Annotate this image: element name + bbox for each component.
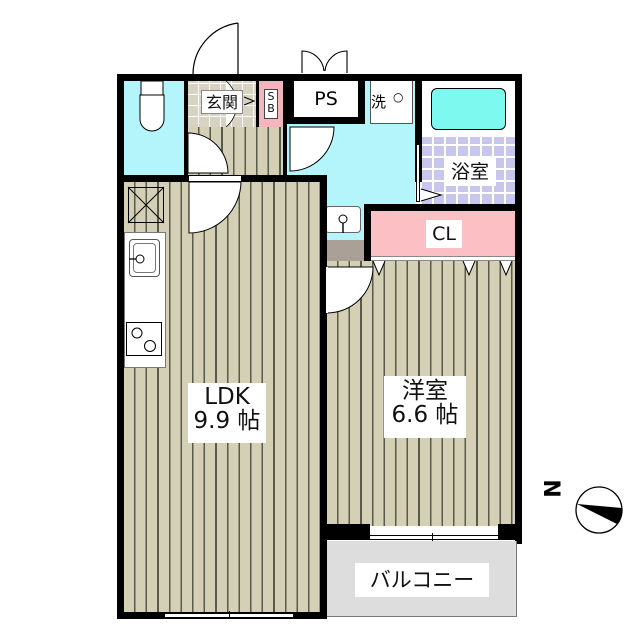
burner-icons <box>131 327 156 352</box>
ldk-label: LDK 9.9 帖 <box>188 383 266 443</box>
shoe-box-label-s: S <box>267 90 275 103</box>
western-room-label: 洋室 6.6 帖 <box>384 376 466 438</box>
western-room-window <box>370 535 498 540</box>
washroom-door-swing <box>289 126 335 172</box>
entry-arrow-icon <box>243 96 256 106</box>
kitchen-sink <box>129 239 160 277</box>
wall-ps-bottom <box>287 117 365 124</box>
shoe-box-label: S B <box>264 89 278 119</box>
closet-door-markers <box>372 260 513 277</box>
ldk-door-swing <box>188 181 242 234</box>
ps-door-swing <box>301 50 348 73</box>
faucet-icon <box>338 214 348 233</box>
bath-door <box>416 144 420 202</box>
wall-ldk-right <box>320 175 327 619</box>
western-room-size: 6.6 帖 <box>391 402 459 429</box>
western-room-name: 洋室 <box>402 378 448 404</box>
ldk-window-mullion <box>229 611 230 619</box>
kitchen-sink-basin <box>133 243 156 273</box>
bath-door-arrow <box>420 188 443 202</box>
compass-icon <box>575 486 623 534</box>
toilet-icon <box>139 80 165 132</box>
closet-label: CL <box>426 220 462 248</box>
wall-western-bottom-left <box>320 524 370 540</box>
entrance-door-swing <box>192 22 239 76</box>
bathtub <box>431 88 506 130</box>
wall-western-bottom-right <box>498 524 522 540</box>
balcony-label: バルコニー <box>355 563 489 597</box>
compass-north-label: N <box>541 479 567 498</box>
washer-space <box>370 81 413 124</box>
kitchen-faucet-icon <box>129 254 145 264</box>
ventilation-hood <box>128 187 164 223</box>
washer-drain-icon: ○ <box>393 90 404 104</box>
shoe-box-label-b: B <box>267 101 275 115</box>
storage-brown <box>322 240 364 264</box>
ventilation-x-icon <box>127 186 165 224</box>
cooktop <box>126 322 162 356</box>
washer-label: 洗 <box>371 93 387 111</box>
wall-bath-left <box>415 81 422 144</box>
ps-label: PS <box>314 88 338 110</box>
ldk-size: 9.9 帖 <box>193 408 261 435</box>
ldk-name: LDK <box>204 384 250 410</box>
genkan-label: 玄関 <box>201 90 243 114</box>
closet-door-track <box>371 256 515 261</box>
toilet-door-swing <box>187 132 229 174</box>
genkan-step-line <box>256 81 258 127</box>
wall-ps-right <box>358 81 365 121</box>
outer-wall-left <box>117 74 124 619</box>
bathroom-label: 浴室 <box>444 158 496 186</box>
wall-closet-left <box>364 204 371 264</box>
entrance-hall-floor <box>188 127 283 175</box>
pipe-space <box>294 81 358 117</box>
western-window-mullion <box>432 533 433 541</box>
western-room-door-swing <box>326 266 374 314</box>
outer-wall-right-upper <box>515 74 522 544</box>
wall-washroom-bottom <box>320 204 522 211</box>
